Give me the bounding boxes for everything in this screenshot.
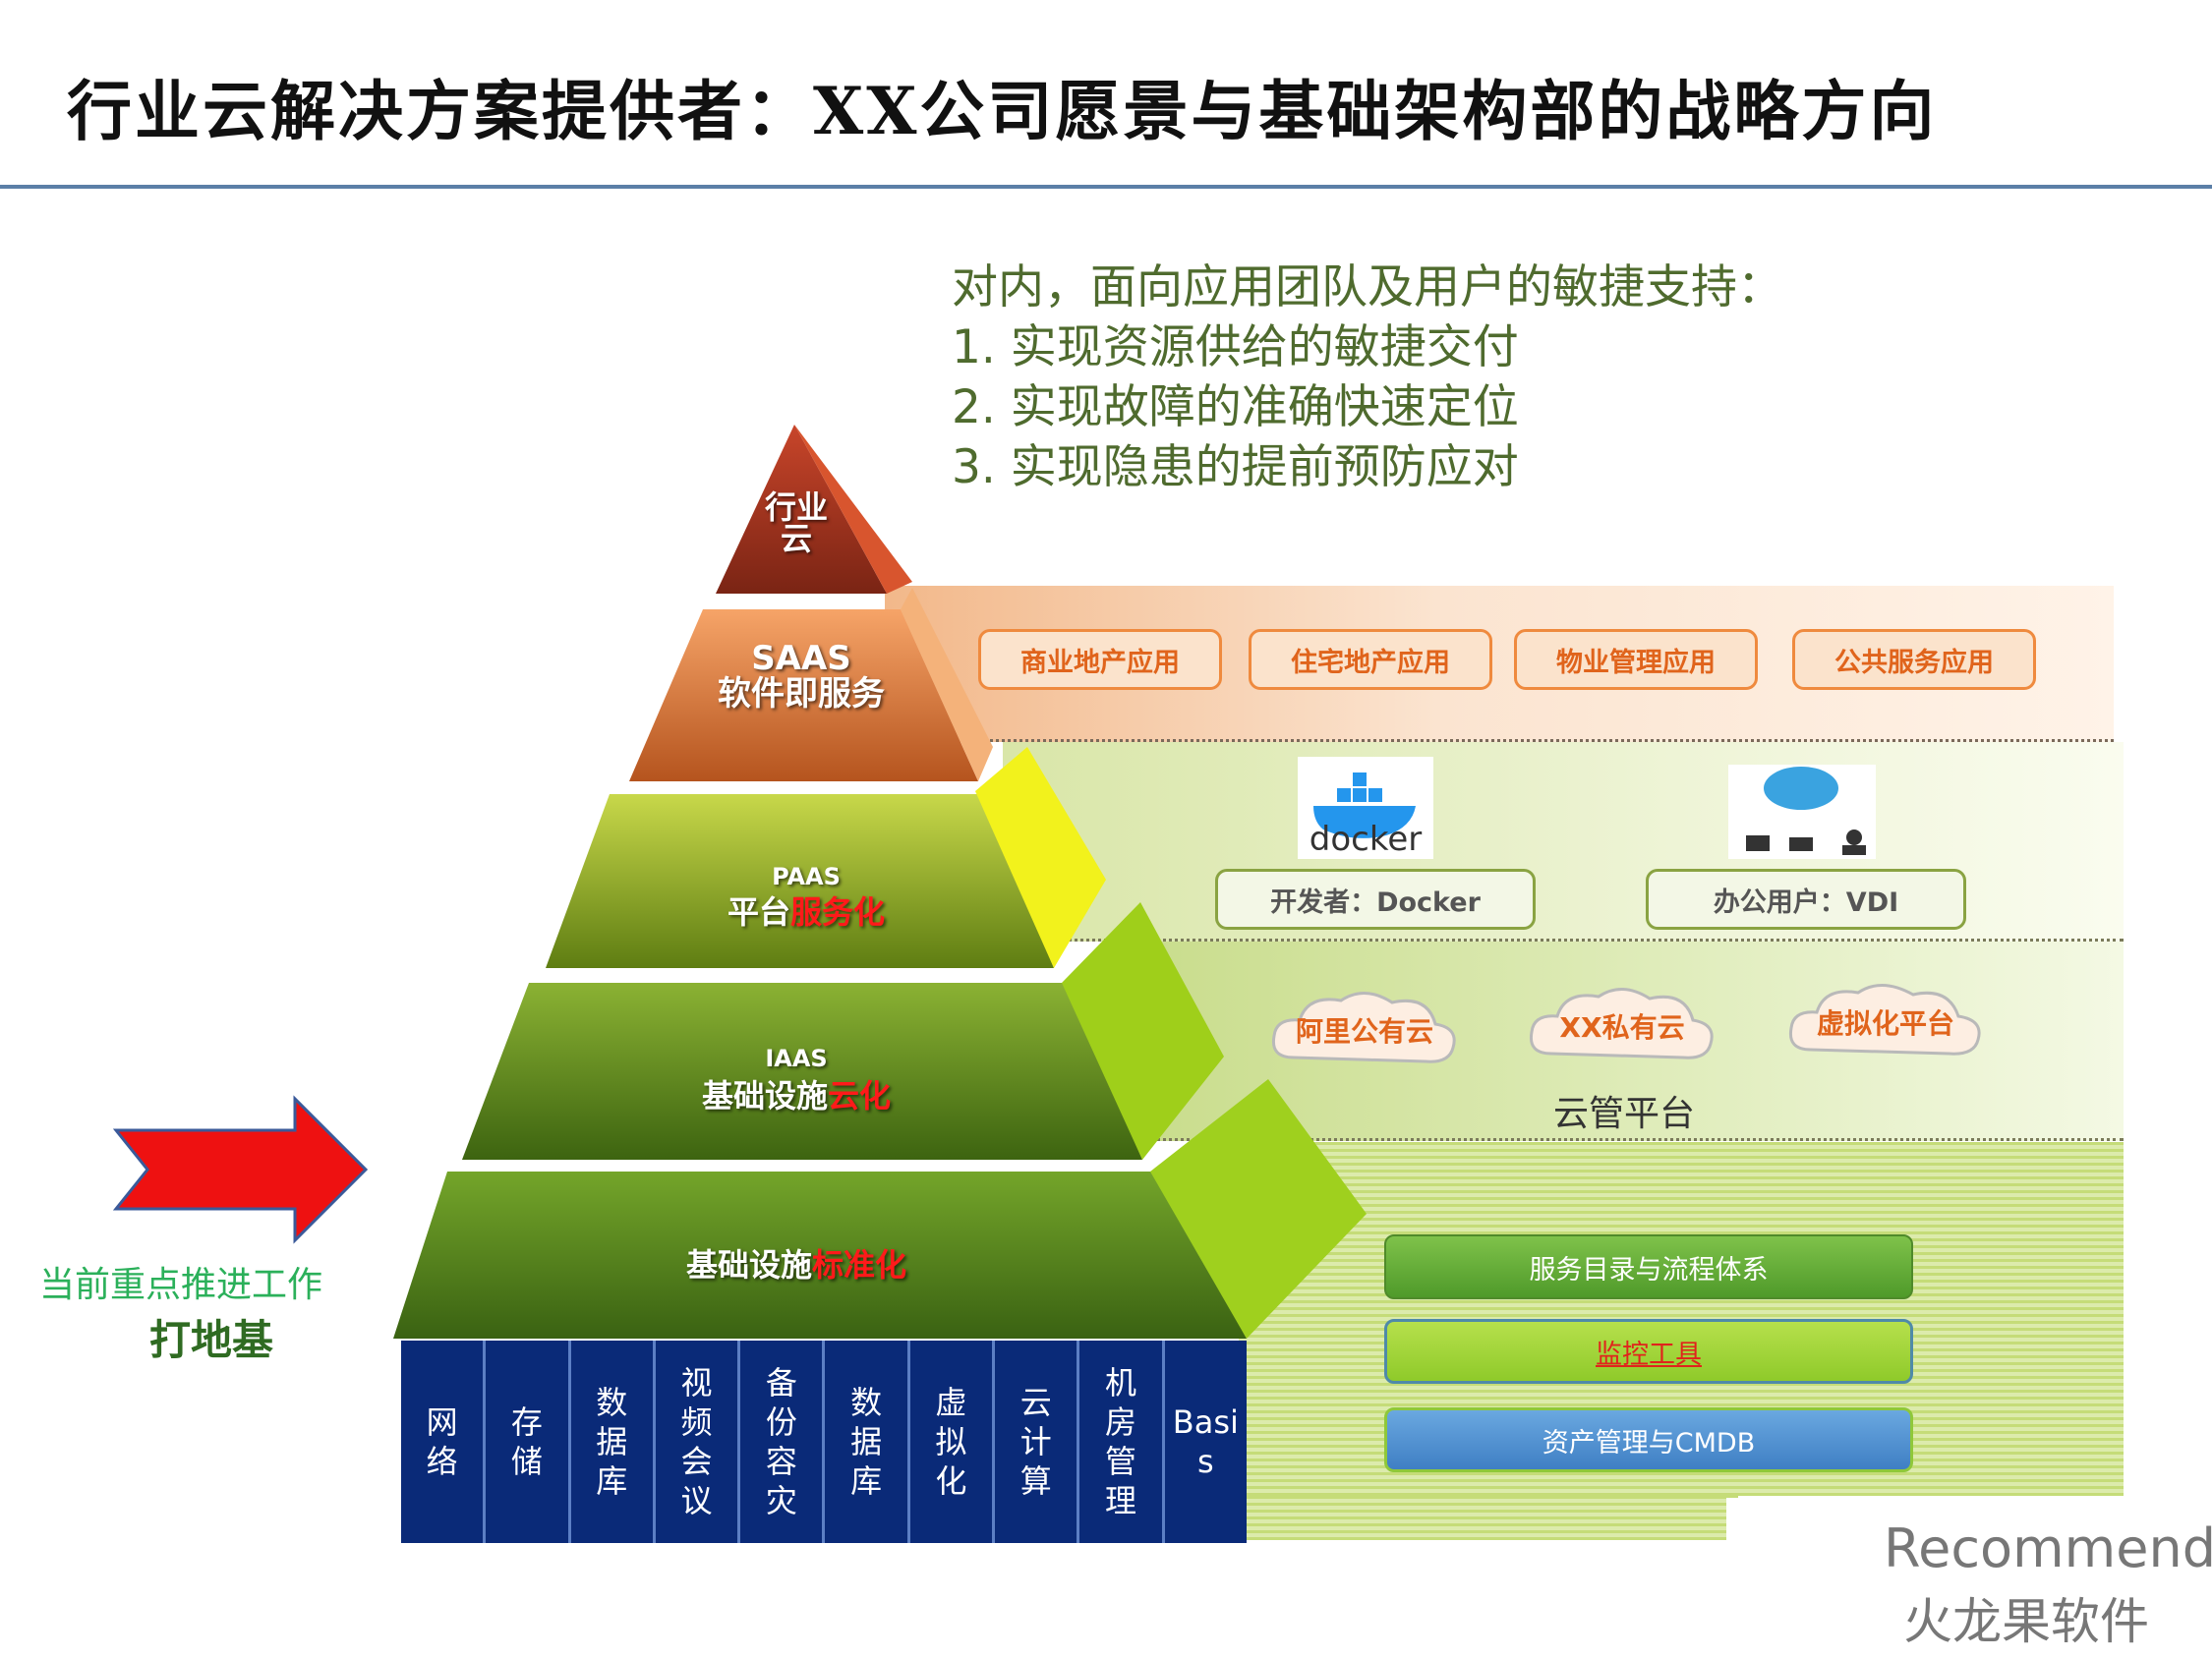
tier-top-label: 行业 云 <box>747 491 845 554</box>
focus-label: 当前重点推进工作 <box>39 1265 323 1305</box>
tier-base-prefix: 基础设施 <box>685 1246 812 1284</box>
base-cell-label: 云计算 <box>1019 1384 1052 1500</box>
pyramid-tier-top-side <box>794 425 912 594</box>
cloud-private[interactable]: XX私有云 <box>1522 977 1722 1075</box>
cloud-virtualization[interactable]: 虚拟化平台 <box>1781 973 1990 1071</box>
base-cell[interactable]: 数据库 <box>825 1341 910 1543</box>
base-cells: 网络 存储 数据库 视频会议 备份容灾 数据库 虚拟化 云计算 机房管理 Bas… <box>401 1341 1247 1543</box>
tier-paas-label: PAAS 平台服务化 <box>688 859 924 930</box>
cloud-icon <box>1271 992 1456 1063</box>
tier-saas-line2: 软件即服务 <box>718 674 885 714</box>
base-cell-label: 存储 <box>510 1403 543 1480</box>
tier-paas-line1: PAAS <box>772 863 841 890</box>
foundation-label: 打地基 <box>149 1316 274 1364</box>
tier-paas-highlight: 服务化 <box>790 893 886 931</box>
title-divider <box>0 185 2212 189</box>
goals-heading: 对内，面向应用团队及用户的敏捷支持： <box>952 260 1783 315</box>
tier-iaas-line1: IAAS <box>765 1045 828 1072</box>
tier-top-line1: 行业 <box>764 488 828 526</box>
base-cell-label: 虚拟化 <box>935 1384 967 1500</box>
base-band-bottom <box>1247 1496 1738 1540</box>
base-cell[interactable]: 备份容灾 <box>740 1341 826 1543</box>
logo-text-en: Recommend <box>1884 1517 2212 1579</box>
brand-logo: Recommend 火龙果软件 <box>1726 1498 2212 1659</box>
base-cell-label: 网络 <box>426 1403 458 1480</box>
tier-saas-line1: SAAS <box>751 639 851 678</box>
tier-base-highlight: 标准化 <box>812 1246 907 1284</box>
goal-item: 1. 实现资源供给的敏捷交付 <box>952 320 1519 374</box>
pyramid-tier-saas <box>629 609 978 781</box>
cloud-icon <box>1788 984 1981 1056</box>
base-cell[interactable]: 云计算 <box>995 1341 1080 1543</box>
office-user-role-box[interactable]: 办公用户：VDI <box>1646 869 1966 930</box>
base-cell[interactable]: 网络 <box>401 1341 487 1543</box>
cloud-private-label: XX私有云 <box>1559 1011 1685 1044</box>
pyramid-tier-base-side <box>1150 1079 1367 1339</box>
base-cell-label: Basis <box>1172 1403 1239 1480</box>
base-cell[interactable]: 机房管理 <box>1079 1341 1165 1543</box>
tier-saas-label: SAAS 软件即服务 <box>688 641 914 712</box>
docker-logo-text: docker <box>1309 820 1423 859</box>
goal-item: 3. 实现隐患的提前预防应对 <box>952 440 1519 494</box>
cloud-virtualization-label: 虚拟化平台 <box>1816 1007 1954 1040</box>
base-cell-label: 机房管理 <box>1105 1364 1137 1519</box>
saas-app-box[interactable]: 住宅地产应用 <box>1249 629 1492 690</box>
pyramid-tier-top <box>716 425 887 594</box>
base-cell-label: 数据库 <box>850 1384 883 1500</box>
base-cell[interactable]: 数据库 <box>570 1341 656 1543</box>
pyramid-tier-paas <box>546 794 1054 968</box>
base-cell[interactable]: Basis <box>1164 1341 1247 1543</box>
cloud-platform-label: 云管平台 <box>1553 1094 1696 1134</box>
developer-role-box[interactable]: 开发者：Docker <box>1215 869 1536 930</box>
service-catalog-bar[interactable]: 服务目录与流程体系 <box>1384 1234 1913 1299</box>
cloud-aliyun-label: 阿里公有云 <box>1295 1015 1433 1048</box>
saas-app-box[interactable]: 物业管理应用 <box>1514 629 1758 690</box>
tier-iaas-prefix: 基础设施 <box>701 1077 828 1115</box>
monitoring-tools-bar[interactable]: 监控工具 <box>1384 1319 1913 1384</box>
base-cell[interactable]: 视频会议 <box>655 1341 741 1543</box>
cmdb-bar[interactable]: 资产管理与CMDB <box>1384 1407 1913 1472</box>
tier-base-label: 基础设施标准化 <box>649 1240 944 1286</box>
tier-top-line2: 云 <box>780 520 812 557</box>
tier-iaas-label: IAAS 基础设施云化 <box>669 1040 924 1115</box>
saas-app-box[interactable]: 商业地产应用 <box>978 629 1222 690</box>
base-cell[interactable]: 虚拟化 <box>909 1341 996 1543</box>
page-title: 行业云解决方案提供者：XX公司愿景与基础架构部的战略方向 <box>67 73 1938 149</box>
cloud-aliyun[interactable]: 阿里公有云 <box>1264 981 1465 1079</box>
pyramid-tier-saas-side <box>901 588 993 781</box>
base-cell-label: 数据库 <box>596 1384 628 1500</box>
cloud-icon <box>1529 988 1714 1059</box>
pyramid-tier-iaas <box>462 983 1142 1160</box>
saas-app-box[interactable]: 公共服务应用 <box>1792 629 2036 690</box>
goal-item: 2. 实现故障的准确快速定位 <box>952 380 1519 434</box>
red-arrow-icon <box>112 1095 369 1244</box>
tier-paas-prefix: 平台 <box>727 893 790 931</box>
pyramid-tier-paas-side <box>975 747 1106 968</box>
pyramid-tier-base <box>393 1172 1247 1339</box>
tier-iaas-highlight: 云化 <box>828 1077 892 1115</box>
logo-text-cn: 火龙果软件 <box>1903 1593 2149 1650</box>
goals-block: 对内，面向应用团队及用户的敏捷支持： 1. 实现资源供给的敏捷交付 2. 实现故… <box>952 257 1783 497</box>
base-cell-label: 视频会议 <box>680 1364 713 1519</box>
vdi-cloud-icon <box>1764 767 1838 810</box>
docker-whale-icon <box>1313 806 1416 838</box>
base-cell[interactable]: 存储 <box>486 1341 571 1543</box>
base-cell-label: 备份容灾 <box>765 1364 797 1519</box>
pyramid-tier-iaas-side <box>1062 902 1224 1160</box>
